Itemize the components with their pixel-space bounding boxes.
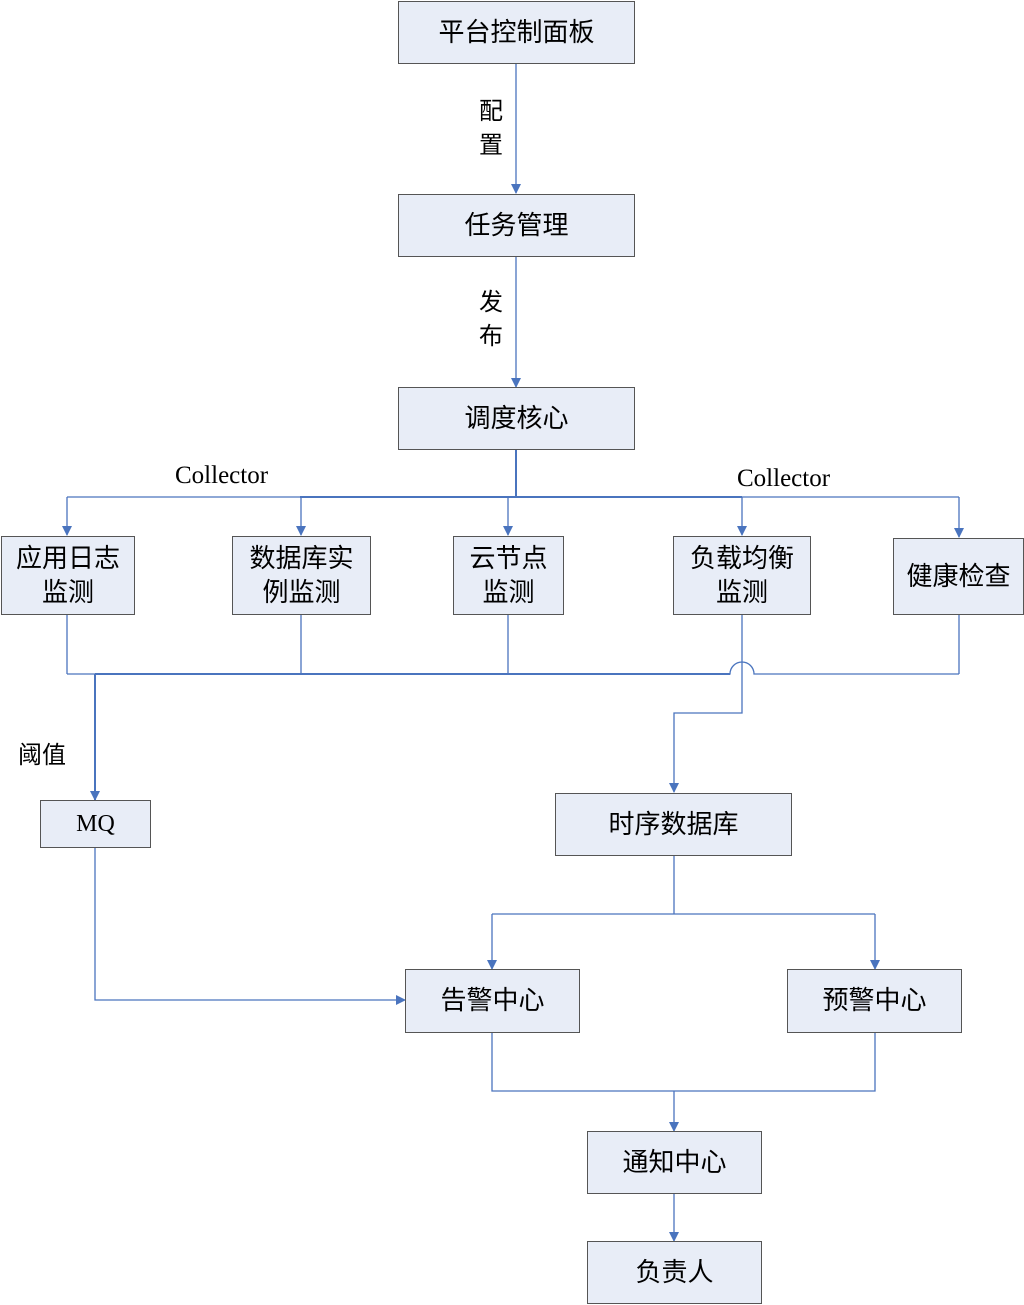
edge-alert-warning-merge bbox=[491, 1032, 876, 1092]
app-log-monitor-node: 应用日志 监测 bbox=[1, 536, 135, 615]
publish-edge-label: 发 布 bbox=[479, 288, 503, 350]
warning-center-node: 预警中心 bbox=[787, 969, 962, 1033]
configure-edge-label: 配 置 bbox=[479, 97, 503, 159]
collector-right-label: Collector bbox=[737, 465, 831, 492]
timeseries-db-node: 时序数据库 bbox=[555, 793, 792, 856]
scheduling-core-node: 调度核心 bbox=[398, 387, 635, 450]
load-balance-monitor-node: 负载均衡 监测 bbox=[673, 536, 811, 615]
edge-mq-to-alert bbox=[94, 847, 406, 1005]
task-management-node: 任务管理 bbox=[398, 194, 635, 257]
owner-node: 负责人 bbox=[587, 1241, 762, 1304]
db-instance-monitor-node: 数据库实 例监测 bbox=[232, 536, 371, 615]
cloud-node-monitor-node: 云节点 监测 bbox=[453, 536, 564, 615]
notification-center-node: 通知中心 bbox=[587, 1131, 762, 1194]
platform-control-panel-node: 平台控制面板 bbox=[398, 1, 635, 64]
collection-line bbox=[67, 661, 959, 675]
health-check-node: 健康检查 bbox=[893, 538, 1024, 615]
alert-center-node: 告警中心 bbox=[405, 969, 580, 1033]
collector-left-label: Collector bbox=[175, 462, 269, 489]
edge-load-balance-to-tsdb bbox=[669, 614, 743, 793]
threshold-edge-label: 阈值 bbox=[18, 741, 66, 769]
mq-node: MQ bbox=[40, 800, 151, 848]
